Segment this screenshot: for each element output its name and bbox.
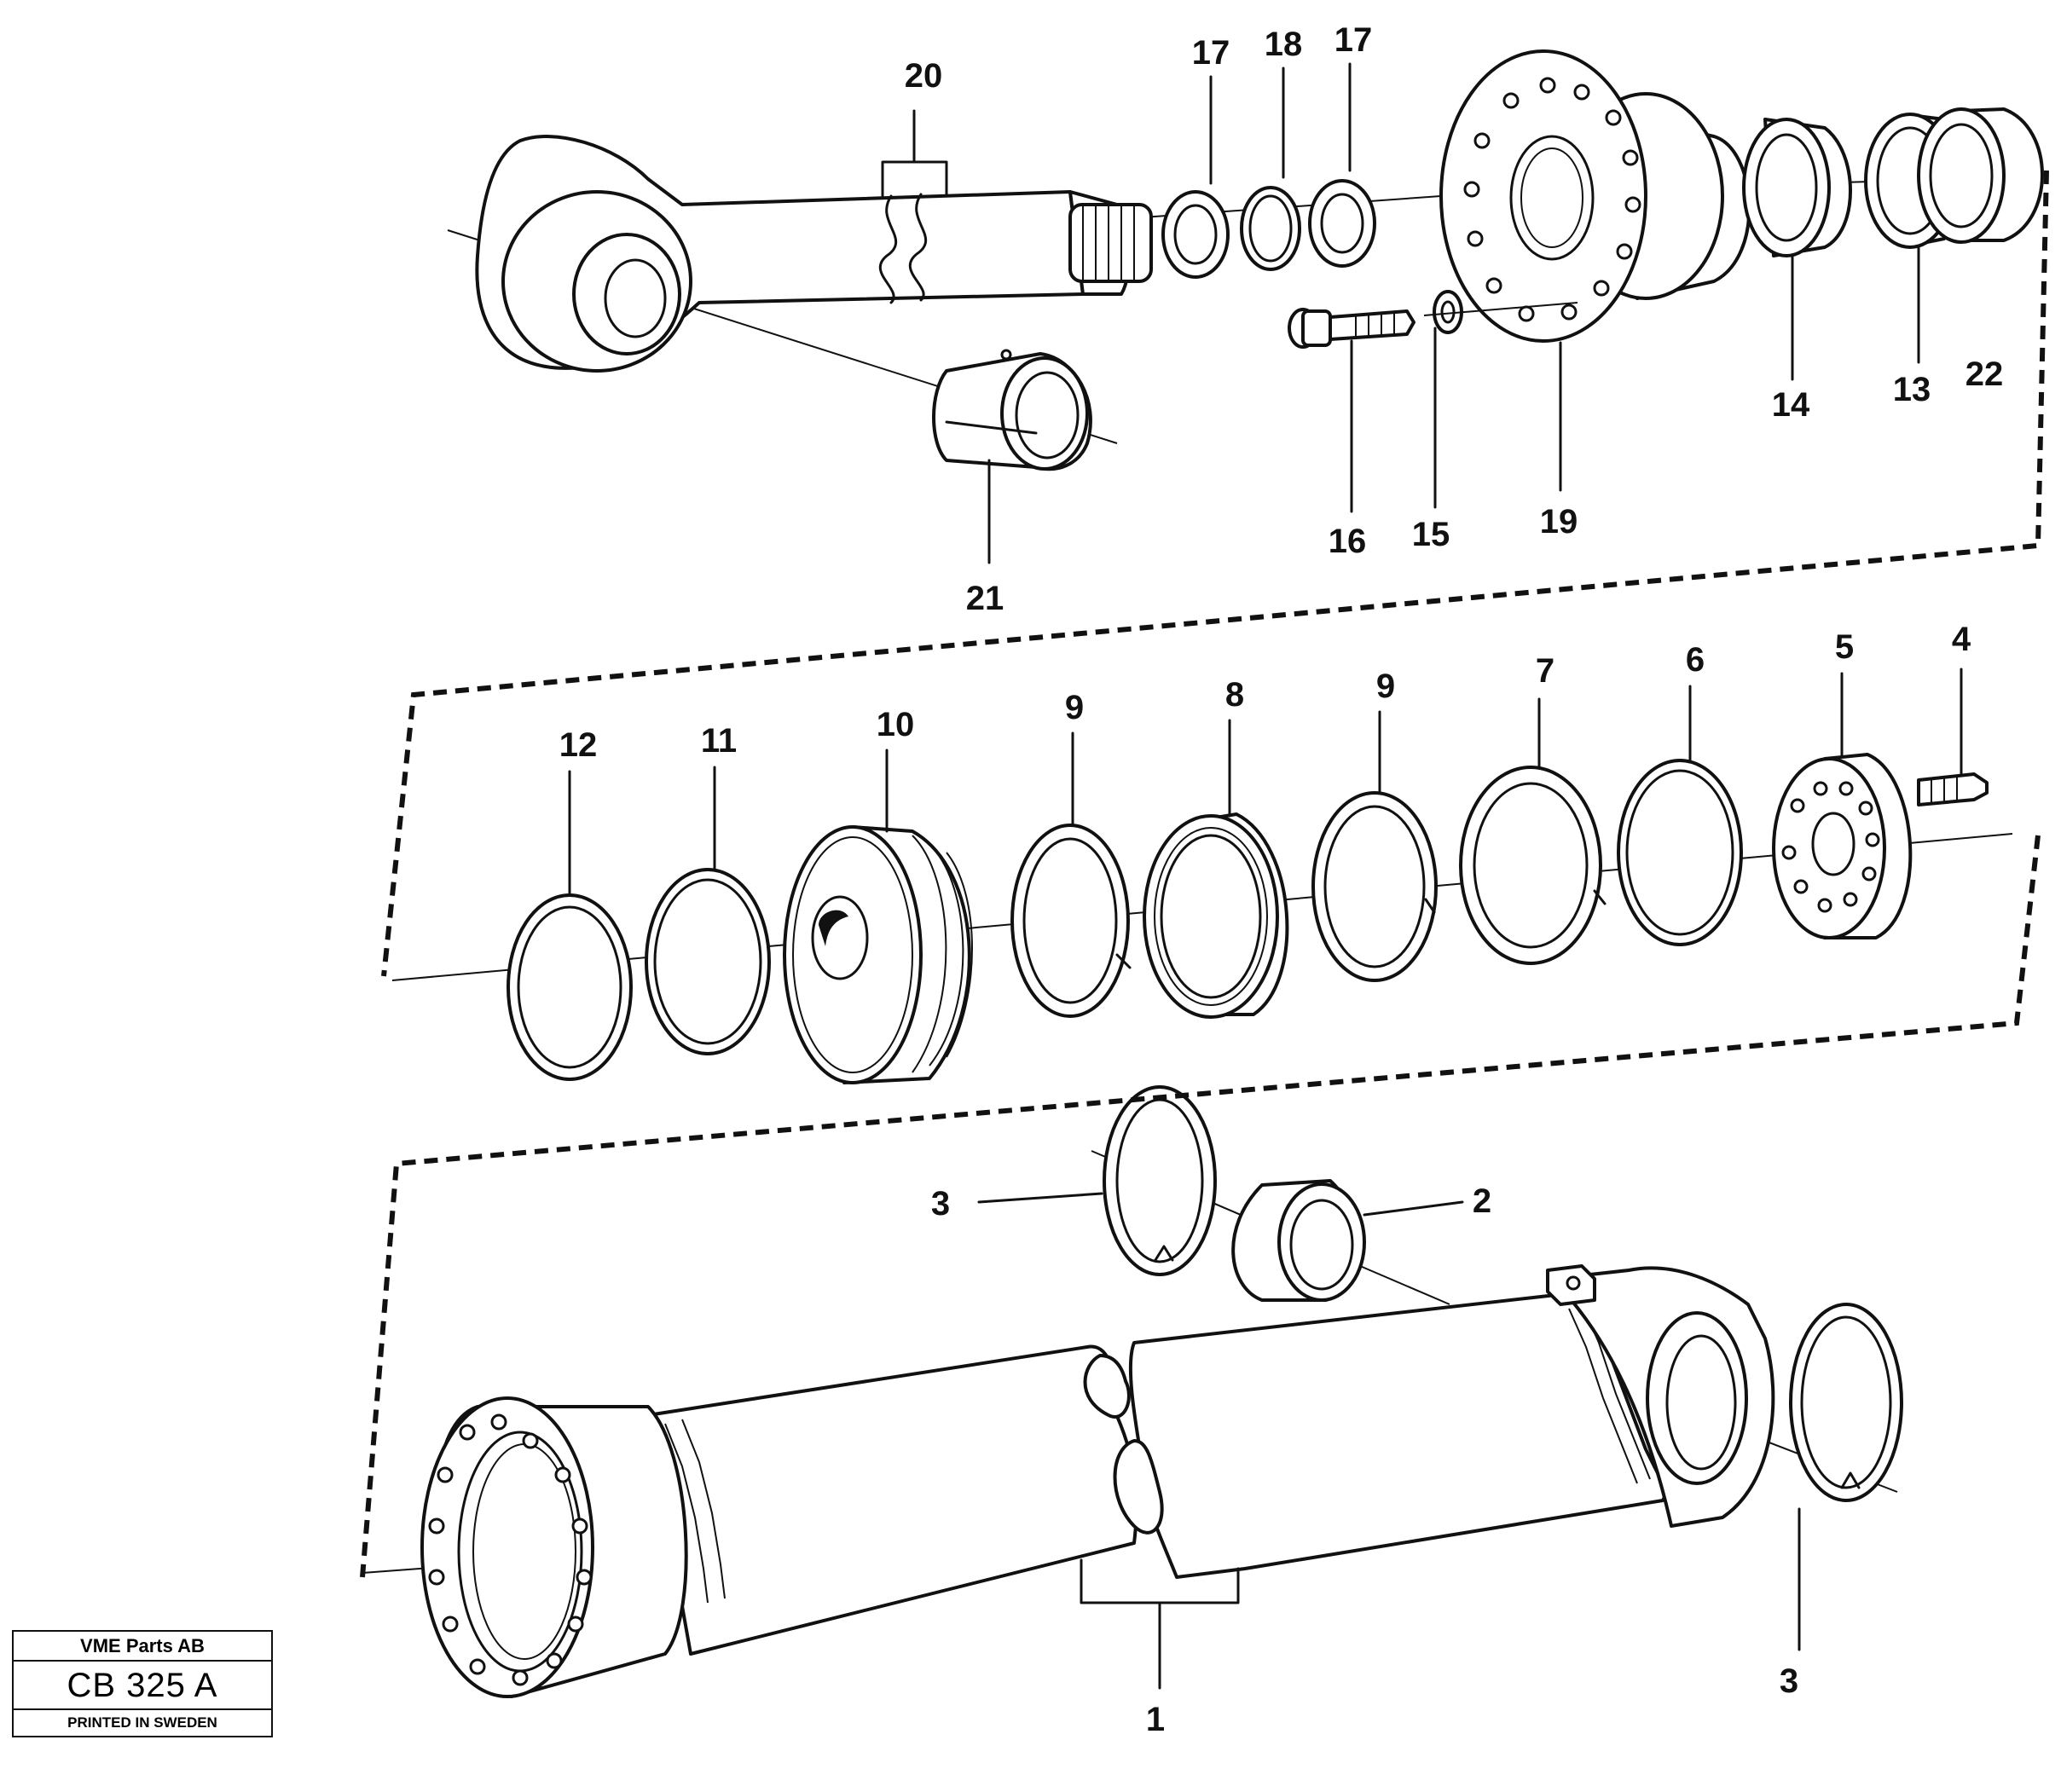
- label-part-15: 15: [1412, 516, 1450, 553]
- seal-part-8: [1143, 812, 1289, 1019]
- label-part-11: 11: [701, 722, 737, 760]
- guide-ring-part-9a: [1010, 824, 1132, 1018]
- cylinder-head-part-19: [1439, 49, 1751, 343]
- part-number-labels: 20 17 18 17 16 15 19 14 13 22 21 12 11 1…: [559, 21, 2004, 1738]
- seal-ring-part-17b: [1308, 179, 1376, 268]
- cylinder-tube-part-1: [420, 1264, 1775, 1698]
- label-part-3a: 3: [931, 1185, 950, 1223]
- snap-ring-part-3a: [1103, 1085, 1217, 1276]
- nut-bolt-holes: [1781, 781, 1880, 913]
- guide-ring-part-9b: [1311, 791, 1438, 982]
- label-part-5: 5: [1835, 628, 1854, 666]
- label-part-9b: 9: [1376, 668, 1395, 705]
- label-part-4: 4: [1952, 621, 1971, 658]
- o-ring-part-18: [1240, 186, 1301, 271]
- label-part-22: 22: [1965, 356, 2004, 393]
- washer-part-15: [1423, 290, 1578, 334]
- snap-ring-part-3b: [1789, 1303, 1903, 1502]
- label-part-13: 13: [1893, 371, 1931, 408]
- drawing-code: CB 325 A: [14, 1662, 271, 1710]
- piston-rod-assembly: [447, 49, 2044, 564]
- screw-part-16: [1288, 308, 1415, 349]
- ring-part-11: [645, 868, 771, 1055]
- ring-part-6: [1617, 759, 1743, 946]
- seal-ring-part-7: [1459, 766, 1607, 965]
- label-part-21: 21: [966, 580, 1004, 617]
- assembly-connection-lines: [360, 170, 2049, 1578]
- printed-in: PRINTED IN SWEDEN: [67, 1714, 217, 1731]
- cylinder-tube-assembly: [362, 1085, 1903, 1698]
- piston-nut-part-5: [1772, 753, 1913, 939]
- head-bolt-holes: [1463, 77, 1641, 322]
- label-part-2: 2: [1473, 1182, 1491, 1220]
- label-part-12: 12: [559, 726, 598, 764]
- label-part-6: 6: [1686, 641, 1705, 679]
- piston-part-10: [783, 825, 973, 1084]
- label-part-3b: 3: [1780, 1662, 1798, 1700]
- label-part-16: 16: [1329, 523, 1367, 560]
- seal-part-14: [1742, 118, 1852, 257]
- label-part-17a: 17: [1192, 34, 1230, 72]
- label-part-14: 14: [1772, 386, 1810, 424]
- label-part-7: 7: [1536, 652, 1554, 690]
- label-part-20: 20: [905, 57, 943, 95]
- label-part-1: 1: [1146, 1701, 1165, 1738]
- ring-part-12: [507, 893, 633, 1081]
- label-part-9a: 9: [1065, 689, 1084, 726]
- seal-part-22: [1917, 107, 2044, 244]
- bushing-part-2: [1231, 1179, 1366, 1302]
- company-name: VME Parts AB: [14, 1632, 271, 1662]
- rod-eye-part-20: [475, 135, 1153, 373]
- label-part-10: 10: [877, 706, 915, 743]
- seal-ring-part-17a: [1161, 190, 1230, 279]
- label-part-8: 8: [1225, 676, 1244, 714]
- title-block: VME Parts AB CB 325 A PRINTED IN SWEDEN: [12, 1630, 273, 1737]
- set-screw-part-4: [1917, 772, 1989, 806]
- label-part-18: 18: [1265, 26, 1303, 63]
- bushing-part-21: [932, 349, 1092, 471]
- label-part-17b: 17: [1334, 21, 1373, 59]
- label-part-19: 19: [1540, 503, 1578, 540]
- flange-bolt-holes: [428, 1413, 593, 1686]
- piston-assembly: [391, 668, 2013, 1084]
